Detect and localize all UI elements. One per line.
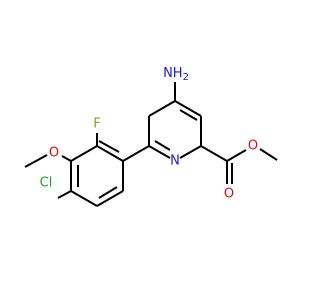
ester-ether-oxygen-label: O	[248, 139, 258, 154]
bond-a5-a6-inner	[98, 186, 118, 199]
bond-oether-methyl	[259, 148, 278, 161]
bond-a3-methoxy-o	[61, 155, 72, 162]
bond-a1-a2	[96, 145, 124, 162]
amino-subscript: 2	[183, 72, 189, 83]
bond-c2-n	[148, 145, 171, 159]
ester-group	[200, 145, 278, 184]
bond-n-c6	[179, 145, 202, 159]
methoxy-oxygen-label: O	[49, 146, 59, 161]
bond-a5-a6	[96, 190, 124, 207]
bond-c4-c5-inner	[179, 109, 198, 121]
bond-c4-c5	[174, 100, 202, 117]
bond-a2-a3	[70, 145, 98, 162]
bond-a4-a5	[70, 190, 98, 207]
bond-methoxy-methyl	[24, 154, 48, 168]
fluorine-label: F	[93, 117, 100, 132]
bond-c2-aryl	[122, 145, 150, 162]
structure-canvas: NH2 N F O Cl O O	[24, 65, 278, 207]
ring-nitrogen-label: N	[170, 154, 180, 169]
molecule-diagram: NH2 N F O Cl O O	[24, 66, 278, 207]
chlorine-label: Cl	[40, 176, 53, 191]
bond-c6-carbonyl	[200, 145, 228, 162]
bond-c2-n-inner	[154, 140, 171, 151]
ester-carbonyl-oxygen-label: O	[224, 187, 234, 202]
pyridine-ring	[148, 100, 202, 159]
amino-label: NH2	[163, 66, 189, 83]
bond-c4-c3	[148, 100, 176, 117]
aryl-ring	[70, 140, 124, 207]
bond-a4-chlorine	[57, 190, 72, 199]
bond-a1-a2-inner	[98, 140, 120, 153]
bond-carbonyl-oether	[226, 149, 247, 162]
